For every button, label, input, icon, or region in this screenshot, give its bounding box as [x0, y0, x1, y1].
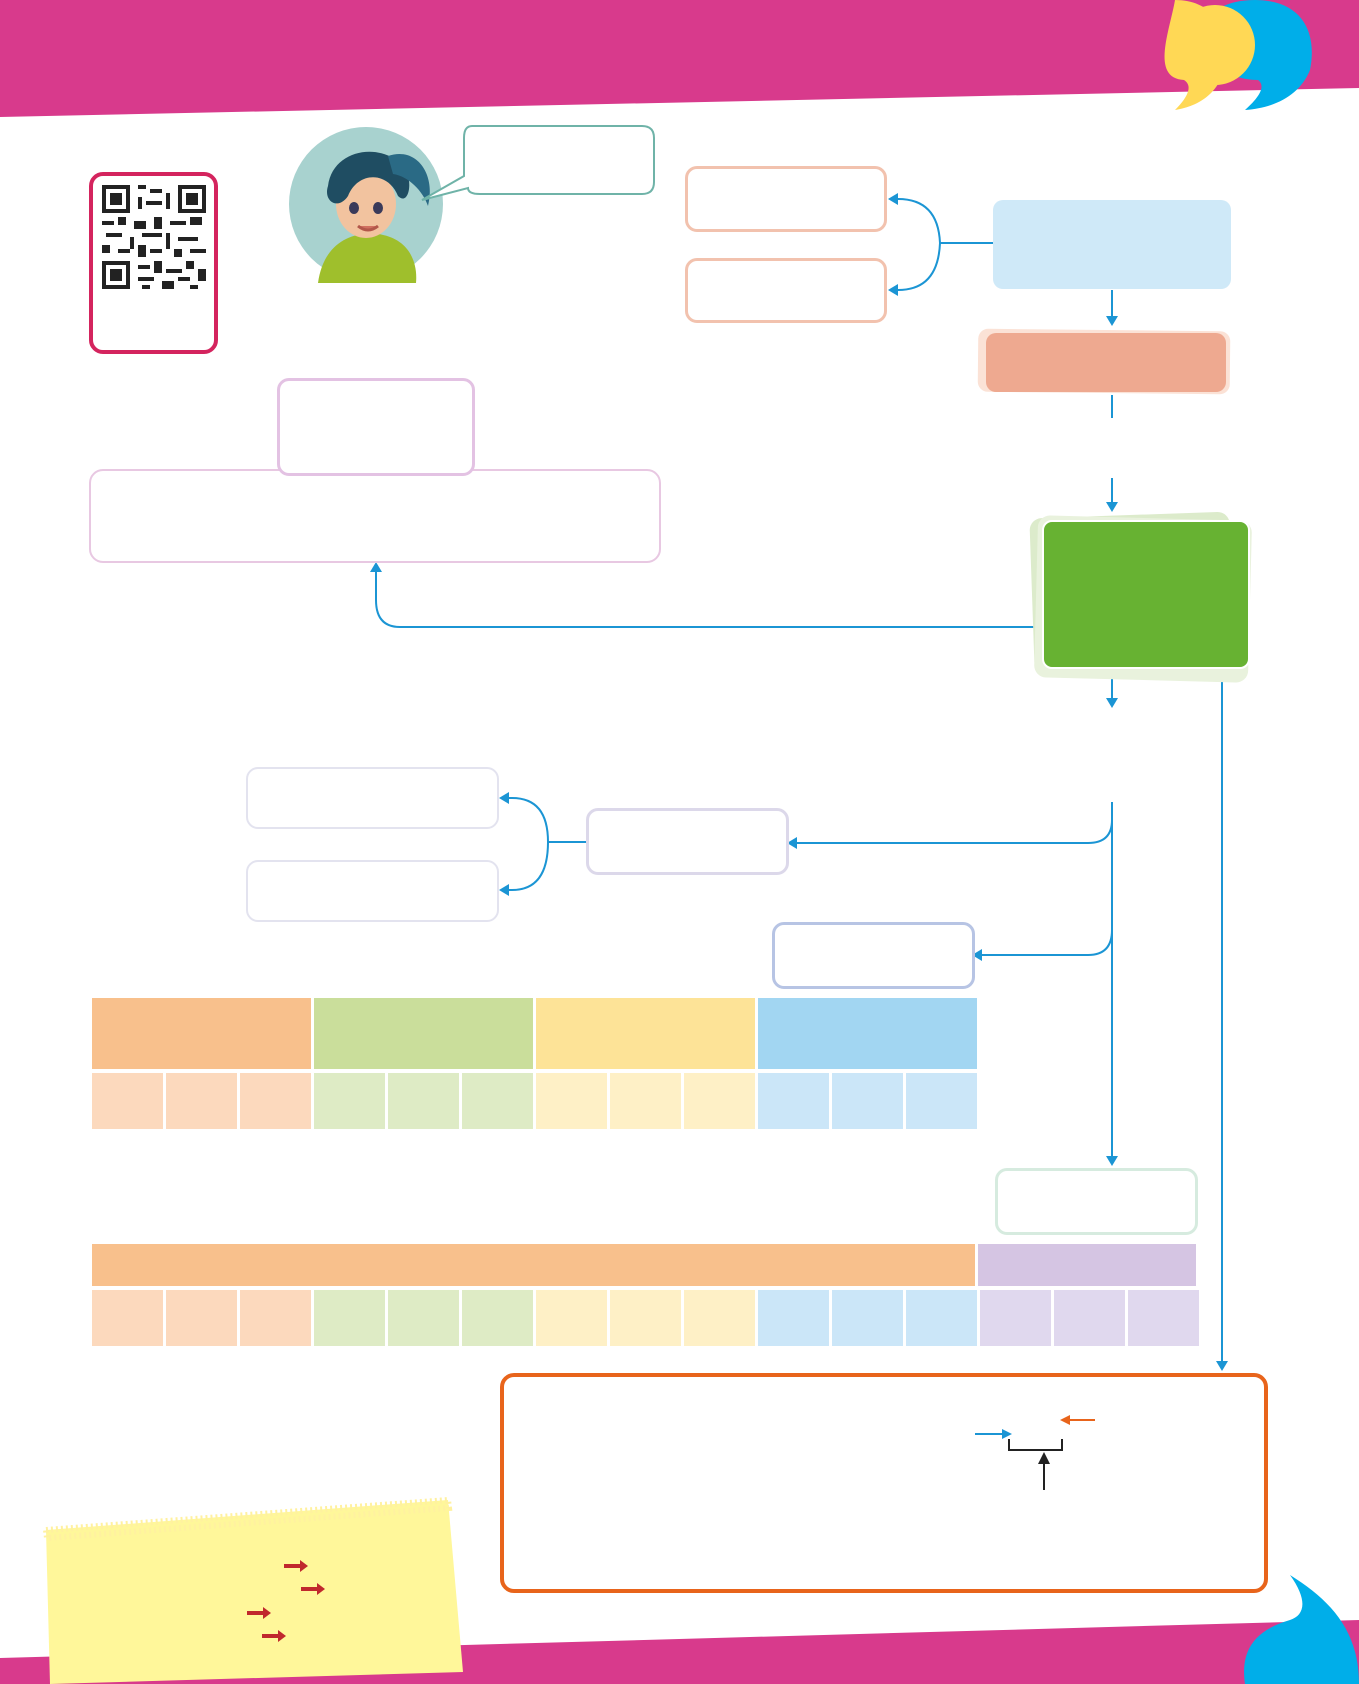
- pink-tab-box: [277, 378, 475, 476]
- salmon-outline-box-2: [685, 258, 887, 323]
- table-header-cell: [536, 998, 755, 1069]
- table-cell: [758, 1073, 829, 1129]
- gray-outline-box-1: [246, 767, 499, 829]
- table-cell: [1054, 1290, 1125, 1346]
- table-cell: [92, 1073, 163, 1129]
- flow-arrows: [375, 198, 1223, 1363]
- table-header-cell: [92, 1244, 975, 1286]
- mint-outline-box: [995, 1168, 1198, 1235]
- table-cell: [462, 1073, 533, 1129]
- periwinkle-outline-box: [772, 922, 975, 989]
- quote-mark-icon: [1164, 0, 1312, 110]
- table-cell: [166, 1073, 237, 1129]
- table-cell: [536, 1290, 607, 1346]
- table-cell: [314, 1073, 385, 1129]
- header-band: [0, 0, 1359, 117]
- table-header-cell: [978, 1244, 1196, 1286]
- pink-wide-box: [89, 469, 661, 563]
- table-cell: [610, 1073, 681, 1129]
- arrow-heads: [370, 193, 1228, 1371]
- table-cell: [388, 1073, 459, 1129]
- quote-mark-icon: [1244, 1575, 1359, 1684]
- table-cell: [388, 1290, 459, 1346]
- lavender-outline-box: [586, 808, 789, 875]
- character-avatar-icon: [289, 127, 443, 283]
- table-header-cell: [314, 998, 533, 1069]
- salmon-outline-box-1: [685, 166, 887, 232]
- table-cell: [832, 1073, 903, 1129]
- table-cell: [832, 1290, 903, 1346]
- qr-card[interactable]: [89, 172, 218, 354]
- table-cell: [240, 1073, 311, 1129]
- table-cell: [92, 1290, 163, 1346]
- light-blue-box: [993, 200, 1231, 289]
- table-cell: [980, 1290, 1051, 1346]
- qr-code-icon: [102, 185, 206, 289]
- table-header-cell: [758, 998, 977, 1069]
- inner-diagram: [975, 1415, 1095, 1490]
- table-cell: [536, 1073, 607, 1129]
- speech-bubble: [421, 125, 655, 201]
- table-cell: [906, 1073, 977, 1129]
- table-cell: [1128, 1290, 1199, 1346]
- orange-frame-box: [500, 1373, 1268, 1593]
- table-cell: [166, 1290, 237, 1346]
- table-cell: [610, 1290, 681, 1346]
- table-cell: [906, 1290, 977, 1346]
- salmon-filled-box: [986, 333, 1226, 392]
- table-cell: [462, 1290, 533, 1346]
- table-header-cell: [92, 998, 311, 1069]
- table-cell: [314, 1290, 385, 1346]
- green-card-main: [1042, 520, 1250, 669]
- note-card: [42, 1496, 463, 1684]
- gray-outline-box-2: [246, 860, 499, 922]
- table-cell: [684, 1073, 755, 1129]
- table-cell: [240, 1290, 311, 1346]
- red-arrow-icon: [247, 1560, 325, 1642]
- table-cell: [684, 1290, 755, 1346]
- table-cell: [758, 1290, 829, 1346]
